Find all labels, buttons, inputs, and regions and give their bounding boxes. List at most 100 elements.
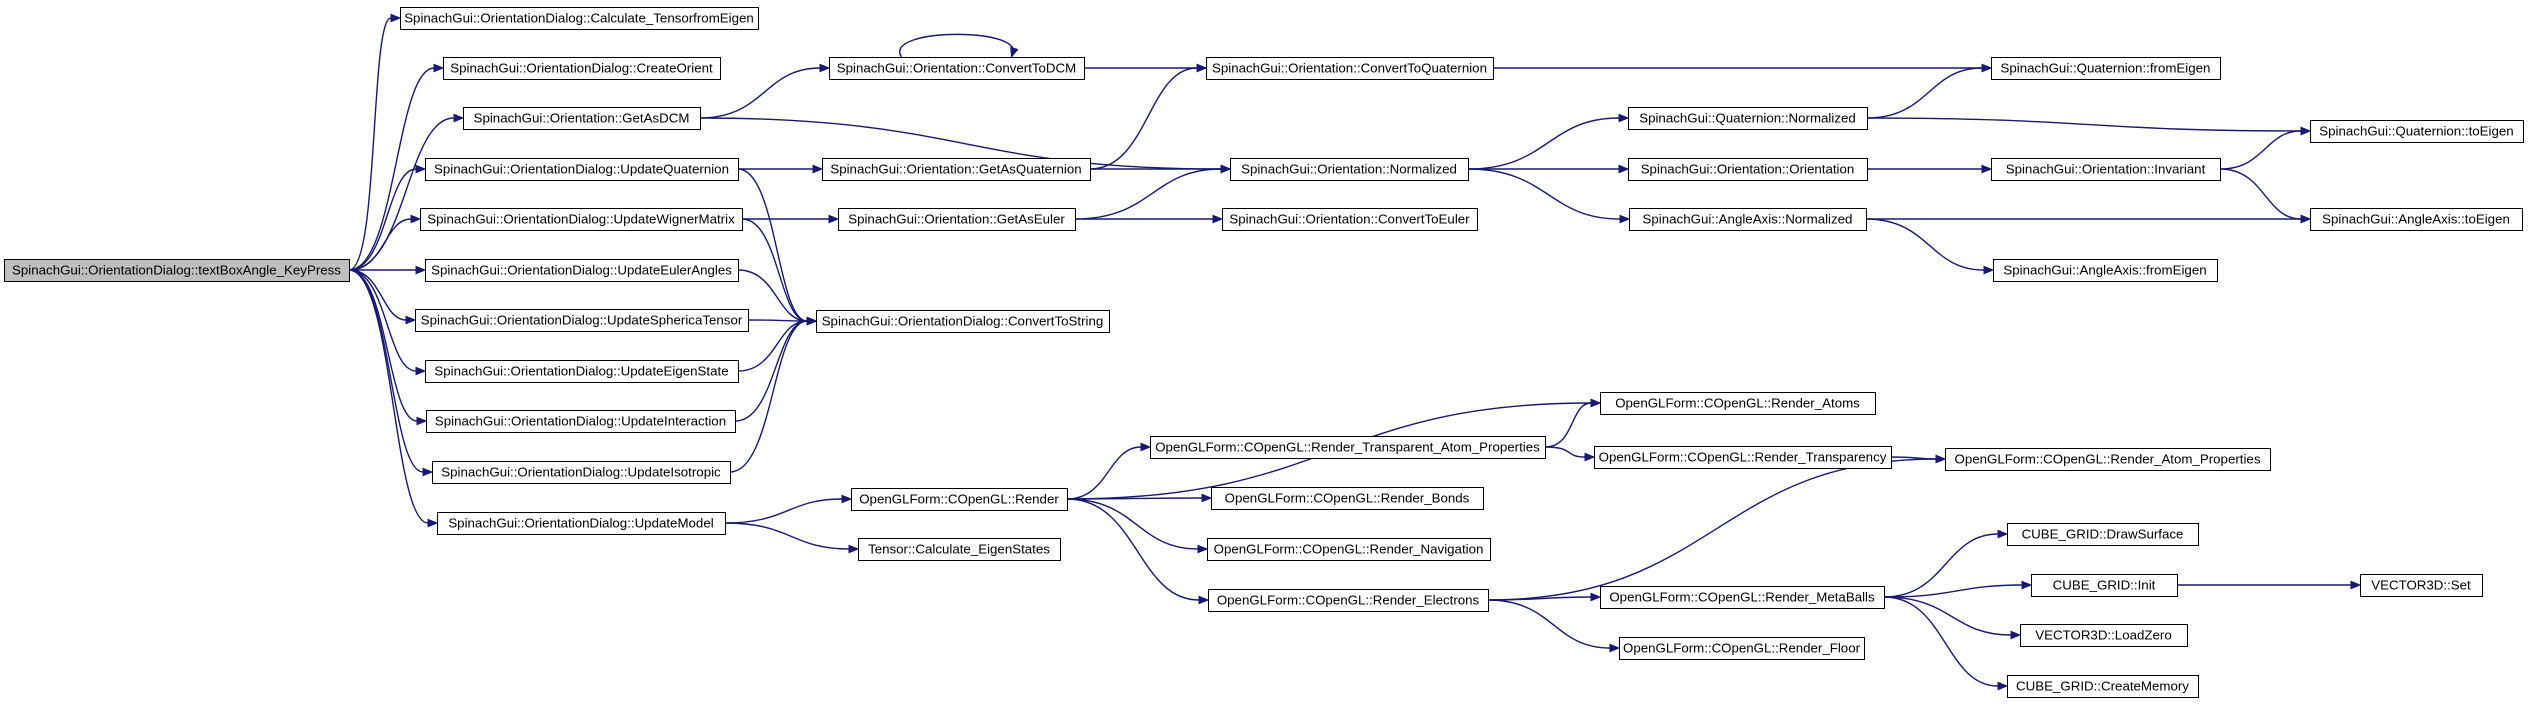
edge-arrowhead-n16-to-n23 [1197,544,1209,554]
edge-arrowhead-n0-to-n8 [415,366,427,376]
function-node-box [1207,538,1491,561]
function-node-n20[interactable]: SpinachGui::Orientation::ConvertToEuler [1222,208,1478,231]
function-node-label: SpinachGui::OrientationDialog::UpdateEul… [431,263,732,278]
function-node-n18[interactable]: SpinachGui::Orientation::ConvertToQuater… [1206,57,1494,80]
function-node-box [4,259,350,282]
edge-arrowhead-n0-to-n9 [416,416,428,426]
function-node-label: OpenGLForm::COpenGL::Render_Transparency [1599,450,1887,465]
function-node-label: SpinachGui::Orientation::GetAsDCM [474,111,690,126]
edge-n24-to-n31 [1487,599,1611,649]
edge-arrowhead-n24-to-n30 [1590,592,1602,602]
function-node-n34[interactable]: SpinachGui::AngleAxis::fromEigen [1993,259,2218,282]
edge-arrowhead-n19-to-n26 [1618,164,1630,174]
function-node-n29[interactable]: OpenGLForm::COpenGL::Render_Transparency [1594,446,1892,469]
function-node-label: SpinachGui::OrientationDialog::UpdateInt… [435,414,726,429]
edge-n30-to-n37 [1883,584,2023,598]
function-node-box [1600,586,1885,609]
function-node-label: VECTOR3D::Set [2371,578,2471,593]
edge-n21-to-n29 [1544,446,1586,458]
function-node-box [2310,208,2523,231]
function-node-n3[interactable]: SpinachGui::Orientation::GetAsDCM [463,107,701,130]
function-node-n17[interactable]: Tensor::Calculate_EigenStates [858,538,1061,561]
function-node-n21[interactable]: OpenGLForm::COpenGL::Render_Transparent_… [1150,436,1546,459]
function-node-label: SpinachGui::Orientation::GetAsQuaternion [830,162,1081,177]
function-node-n5[interactable]: SpinachGui::OrientationDialog::UpdateWig… [420,208,743,231]
edge-arrowhead-n13-to-n18 [1196,63,1208,73]
function-node-n23[interactable]: OpenGLForm::COpenGL::Render_Navigation [1207,538,1491,561]
function-node-box [1208,589,1489,612]
edge-n7-to-n15 [747,319,808,322]
edge-arrowhead-n33-to-n40 [2300,126,2312,136]
edge-arrowhead-n27-to-n34 [1983,265,1995,275]
function-node-n32[interactable]: SpinachGui::Quaternion::fromEigen [1991,57,2221,80]
function-node-n1[interactable]: SpinachGui::OrientationDialog::Calculate… [400,7,759,30]
edge-arrowhead-n12-to-n12 [1010,46,1019,59]
edge-n27-to-n34 [1865,218,1985,271]
function-node-n4[interactable]: SpinachGui::OrientationDialog::UpdateQua… [425,158,739,181]
edge-arrowhead-n27-to-n41 [2300,214,2312,224]
function-node-n15[interactable]: SpinachGui::OrientationDialog::ConvertTo… [816,310,1110,333]
function-node-n42[interactable]: VECTOR3D::Set [2360,574,2483,597]
function-node-n22[interactable]: OpenGLForm::COpenGL::Render_Bonds [1211,487,1484,510]
edge-n0-to-n4 [348,168,417,271]
function-node-label: SpinachGui::AngleAxis::toEigen [2322,212,2510,227]
edge-arrowhead-n21-to-n28 [1590,398,1602,408]
function-node-n28[interactable]: OpenGLForm::COpenGL::Render_Atoms [1600,392,1876,415]
function-node-label: SpinachGui::OrientationDialog::Calculate… [404,11,754,26]
function-node-n16[interactable]: OpenGLForm::COpenGL::Render [851,488,1068,511]
function-node-box [2020,624,2188,647]
function-node-box [1600,392,1876,415]
edge-arrowhead-n5-to-n14 [828,214,840,224]
function-node-n41[interactable]: SpinachGui::AngleAxis::toEigen [2310,208,2523,231]
function-node-label: SpinachGui::Orientation::Normalized [1241,162,1457,177]
function-node-n2[interactable]: SpinachGui::OrientationDialog::CreateOri… [443,57,721,80]
function-node-n12[interactable]: SpinachGui::Orientation::ConvertToDCM [829,57,1085,80]
edge-arrowhead-n11-to-n17 [848,544,860,554]
function-node-n8[interactable]: SpinachGui::OrientationDialog::UpdateEig… [425,360,739,383]
edge-arrowhead-n30-to-n37 [2021,580,2033,590]
edge-arrowhead-n16-to-n22 [1201,493,1213,503]
function-node-label: CUBE_GRID::CreateMemory [2016,679,2189,694]
function-node-box [1230,158,1469,181]
function-node-n11[interactable]: SpinachGui::OrientationDialog::UpdateMod… [437,512,726,535]
function-node-n0[interactable]: SpinachGui::OrientationDialog::textBoxAn… [4,259,350,282]
function-node-label: SpinachGui::AngleAxis::Normalized [1643,212,1853,227]
function-node-n14[interactable]: SpinachGui::Orientation::GetAsEuler [838,208,1076,231]
function-node-n38[interactable]: VECTOR3D::LoadZero [2020,624,2188,647]
function-node-n33[interactable]: SpinachGui::Orientation::Invariant [1991,158,2221,181]
edge-arrowhead-n11-to-n16 [841,494,853,504]
function-node-n13[interactable]: SpinachGui::Orientation::GetAsQuaternion [822,158,1091,181]
edge-n21-to-n28 [1544,402,1592,448]
function-node-n30[interactable]: OpenGLForm::COpenGL::Render_MetaBalls [1600,586,1885,609]
function-node-box [432,461,731,484]
edge-n19-to-n25 [1467,117,1620,170]
function-node-n31[interactable]: OpenGLForm::COpenGL::Render_Floor [1619,637,1865,660]
function-node-n7[interactable]: SpinachGui::OrientationDialog::UpdateSph… [415,309,749,332]
function-node-label: SpinachGui::OrientationDialog::UpdateMod… [448,516,713,531]
function-node-box [425,259,739,282]
edge-arrowhead-n30-to-n38 [2010,630,2022,640]
function-node-n27[interactable]: SpinachGui::AngleAxis::Normalized [1629,208,1867,231]
function-node-n40[interactable]: SpinachGui::Quaternion::toEigen [2310,120,2524,143]
edge-arrowhead-n19-to-n27 [1619,214,1631,224]
function-node-n26[interactable]: SpinachGui::Orientation::Orientation [1628,158,1868,181]
function-node-n25[interactable]: SpinachGui::Quaternion::Normalized [1628,107,1868,130]
function-node-label: SpinachGui::OrientationDialog::UpdateWig… [427,212,735,227]
function-node-box [1629,208,1867,231]
function-node-label: OpenGLForm::COpenGL::Render_Atoms [1615,396,1860,411]
function-node-n39[interactable]: CUBE_GRID::CreateMemory [2007,675,2199,698]
function-node-n9[interactable]: SpinachGui::OrientationDialog::UpdateInt… [426,410,736,433]
edge-arrowhead-n37-to-n42 [2350,580,2362,590]
edge-n24-to-n35 [1487,458,1937,601]
edge-arrowhead-n0-to-n10 [422,467,434,477]
function-node-n19[interactable]: SpinachGui::Orientation::Normalized [1230,158,1469,181]
function-node-n10[interactable]: SpinachGui::OrientationDialog::UpdateIso… [432,461,731,484]
function-node-n6[interactable]: SpinachGui::OrientationDialog::UpdateEul… [425,259,739,282]
function-node-label: CUBE_GRID::Init [2053,578,2156,593]
function-node-n37[interactable]: CUBE_GRID::Init [2031,574,2178,597]
edge-n13-to-n18 [1089,67,1198,170]
function-node-n35[interactable]: OpenGLForm::COpenGL::Render_Atom_Propert… [1945,448,2271,471]
function-node-label: SpinachGui::OrientationDialog::UpdateIso… [441,465,721,480]
function-node-n24[interactable]: OpenGLForm::COpenGL::Render_Electrons [1208,589,1489,612]
function-node-n36[interactable]: CUBE_GRID::DrawSurface [2007,523,2199,546]
